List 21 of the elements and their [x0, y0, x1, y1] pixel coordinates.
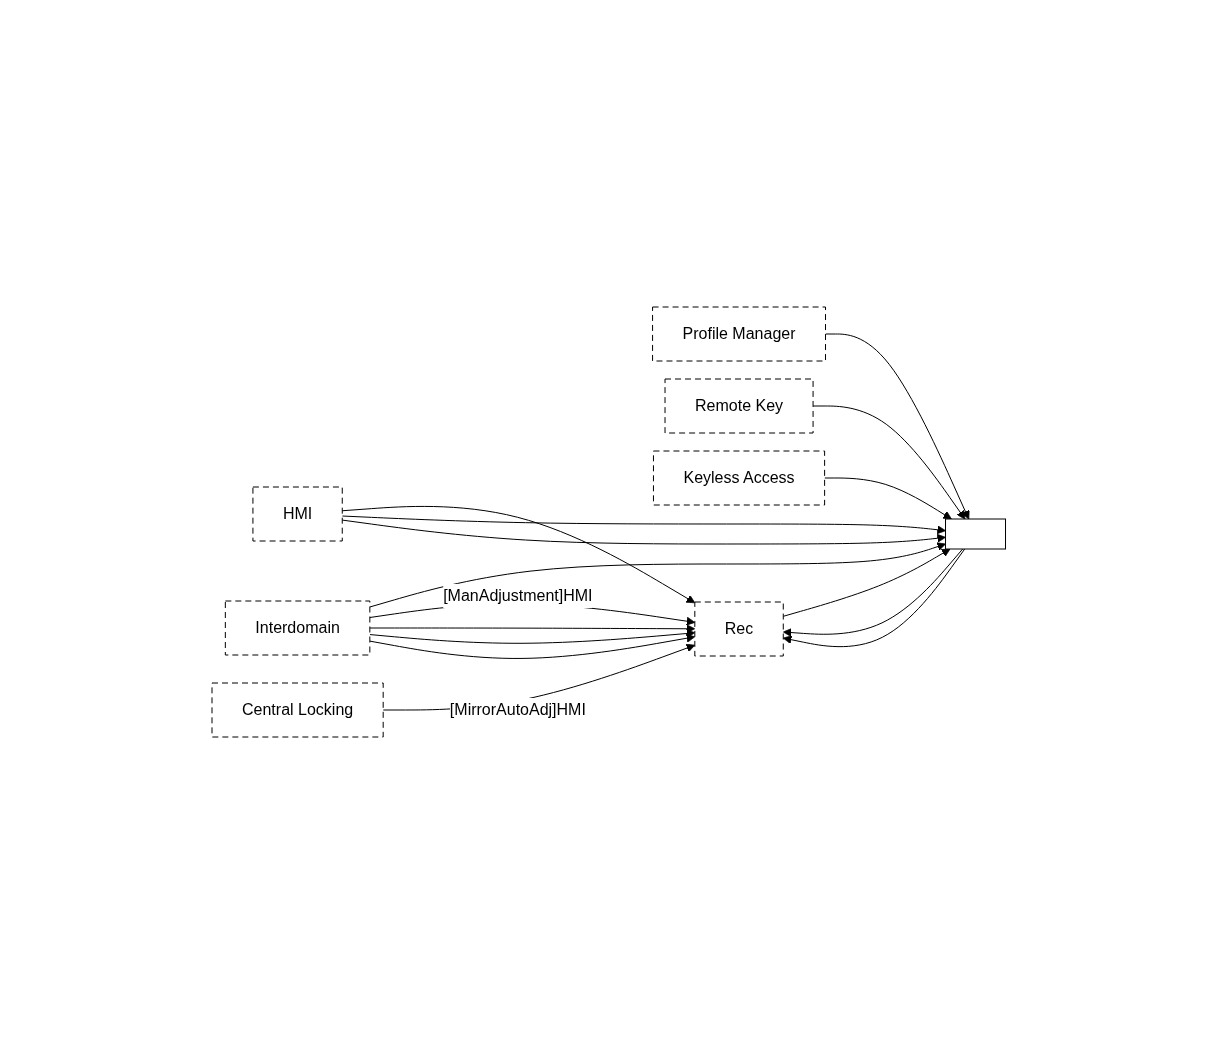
node-box: HMI: [252, 486, 343, 541]
arrow: [341, 515, 946, 534]
node-box: Central Locking: [211, 682, 384, 737]
arrow: [369, 541, 946, 607]
node-box: Interdomain: [224, 600, 371, 655]
arrow: [341, 505, 695, 603]
node-box: Profile Manager: [651, 306, 826, 361]
arrow: [782, 548, 951, 617]
node-box: Remote Key: [664, 378, 814, 433]
arrow: [823, 477, 952, 519]
node-box: Keyless Access: [652, 450, 825, 505]
arrow: [369, 628, 695, 644]
node-box: Rec: [694, 601, 784, 656]
arrow: [824, 333, 970, 519]
arrow: [341, 519, 946, 544]
arrow: [369, 633, 695, 659]
arrow: [812, 405, 966, 519]
arrow: [369, 623, 695, 633]
edge-label: [MirrorAutoAdj]HMI: [449, 700, 586, 718]
node-box: [944, 518, 1006, 549]
edge-label: [ManAdjustment]HMI: [442, 586, 593, 604]
